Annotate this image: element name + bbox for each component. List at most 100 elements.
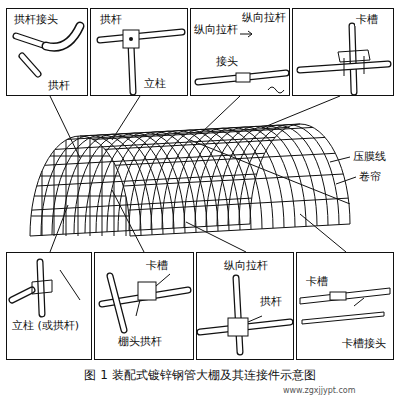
- greenhouse-stroke: [190, 140, 350, 204]
- rod-arch-clamp: [236, 278, 240, 352]
- part-label: 纵向拉杆: [193, 23, 239, 36]
- detail-panel: 卡槽: [292, 8, 394, 96]
- greenhouse-stroke: [50, 156, 110, 157]
- greenhouse-stroke: [66, 140, 67, 236]
- leader-line: [200, 96, 240, 134]
- gable-arch-clip: [136, 274, 170, 316]
- rod-arch-clamp: [228, 318, 248, 336]
- greenhouse-stroke: [54, 151, 55, 236]
- clip-groove-joint: [302, 312, 384, 324]
- watermark: www.zgxjjypt.com: [282, 386, 356, 396]
- arch-joint: [46, 26, 80, 47]
- figure-caption: 图 1 装配式镀锌钢管大棚及其连接件示意图: [0, 368, 400, 382]
- rod-arch-clamp: [236, 278, 240, 352]
- gable-arch-clip: [110, 276, 124, 330]
- leader-line: [186, 222, 246, 252]
- greenhouse-stroke: [34, 196, 126, 197]
- pull-rod-joint: [240, 31, 252, 37]
- leader-line: [112, 190, 144, 252]
- pull-rod-joint: [236, 73, 250, 82]
- detail-panel: 立柱 (或拱杆): [6, 252, 92, 360]
- post-clip: [12, 290, 32, 300]
- pull-rod-joint: [248, 73, 286, 77]
- greenhouse-stroke: [90, 138, 91, 236]
- part-label: 棚头拱杆: [117, 335, 163, 348]
- detail-panel: 卡槽棚头拱杆: [94, 252, 194, 360]
- arch-post-clamp: [100, 32, 182, 40]
- post-clip: [40, 262, 42, 314]
- clip-groove: [344, 56, 364, 76]
- arch-joint: [22, 56, 38, 74]
- rod-arch-clamp: [200, 278, 290, 352]
- greenhouse-stroke: [114, 163, 115, 236]
- part-label: 卡槽: [355, 13, 379, 26]
- greenhouse-stroke: [67, 127, 287, 139]
- greenhouse: [30, 124, 350, 236]
- leader-line: [300, 214, 346, 252]
- arch-joint: [46, 26, 80, 47]
- leader-line: [112, 96, 140, 140]
- part-label: 压膜线: [352, 150, 387, 163]
- part-label: 拱杆: [259, 295, 283, 308]
- clip-groove-joint: [300, 288, 390, 304]
- part-label: 卡槽接头: [341, 337, 387, 350]
- clip-groove: [352, 26, 354, 92]
- arch-post-clamp: [100, 30, 182, 92]
- leader-line: [330, 157, 350, 162]
- detail-panel: 卡槽卡槽接头: [296, 252, 394, 360]
- greenhouse-stroke: [128, 198, 348, 210]
- greenhouse-stroke: [40, 176, 120, 177]
- greenhouse-stroke: [123, 174, 343, 186]
- post-clip: [12, 290, 32, 300]
- leader-line: [50, 205, 68, 252]
- leader-line: [336, 177, 356, 184]
- arch-post-clamp: [123, 30, 139, 48]
- clip-groove-joint: [300, 288, 390, 324]
- arch-post-clamp: [131, 44, 133, 92]
- greenhouse-stroke: [30, 224, 250, 236]
- gable-arch-clip: [102, 274, 188, 330]
- leader-line: [262, 96, 340, 128]
- clip-groove-joint: [354, 298, 364, 306]
- pull-rod-joint: [268, 87, 284, 93]
- post-clip: [32, 280, 52, 294]
- part-label: 纵向拉杆: [223, 259, 269, 272]
- clip-groove: [338, 50, 370, 62]
- arch-joint: [16, 36, 46, 46]
- post-clip: [40, 262, 42, 314]
- greenhouse-stroke: [42, 171, 43, 236]
- part-label: 立柱 (或拱杆): [11, 319, 80, 332]
- part-label: 纵向拉杆: [241, 11, 287, 24]
- part-label: 立柱: [143, 77, 167, 90]
- detail-panel: 纵向拉杆纵向拉杆接头: [190, 8, 290, 96]
- arch-post-clamp: [131, 44, 133, 92]
- greenhouse-stroke: [32, 198, 252, 210]
- detail-panel: 纵向拉杆拱杆: [196, 252, 294, 360]
- pull-rod-joint: [198, 31, 286, 93]
- greenhouse-stroke: [37, 174, 257, 186]
- leader-line: [50, 96, 356, 252]
- greenhouse-stroke: [31, 216, 129, 217]
- part-label: 接头: [215, 55, 239, 68]
- greenhouse-stroke: [93, 127, 313, 139]
- arch-joint: [16, 26, 80, 74]
- arch-post-clamp: [100, 32, 182, 40]
- greenhouse-stroke: [102, 146, 103, 236]
- greenhouse-stroke: [105, 137, 325, 149]
- pull-rod-joint: [198, 78, 238, 82]
- leader-line: [50, 96, 80, 158]
- detail-panel: 拱杆立柱: [90, 8, 188, 96]
- part-label: 卡槽: [305, 275, 329, 288]
- pull-rod-joint: [198, 78, 238, 82]
- greenhouse-stroke: [78, 136, 79, 236]
- greenhouse-stroke: [115, 153, 335, 165]
- gable-arch-clip: [110, 276, 124, 330]
- clip-groove: [300, 26, 388, 92]
- rod-arch-clamp: [248, 316, 262, 322]
- detail-panel: 拱杆接头拱杆: [6, 8, 88, 96]
- post-clip: [60, 270, 80, 300]
- part-label: 拱杆接头: [13, 13, 59, 26]
- gable-arch-clip: [138, 282, 156, 300]
